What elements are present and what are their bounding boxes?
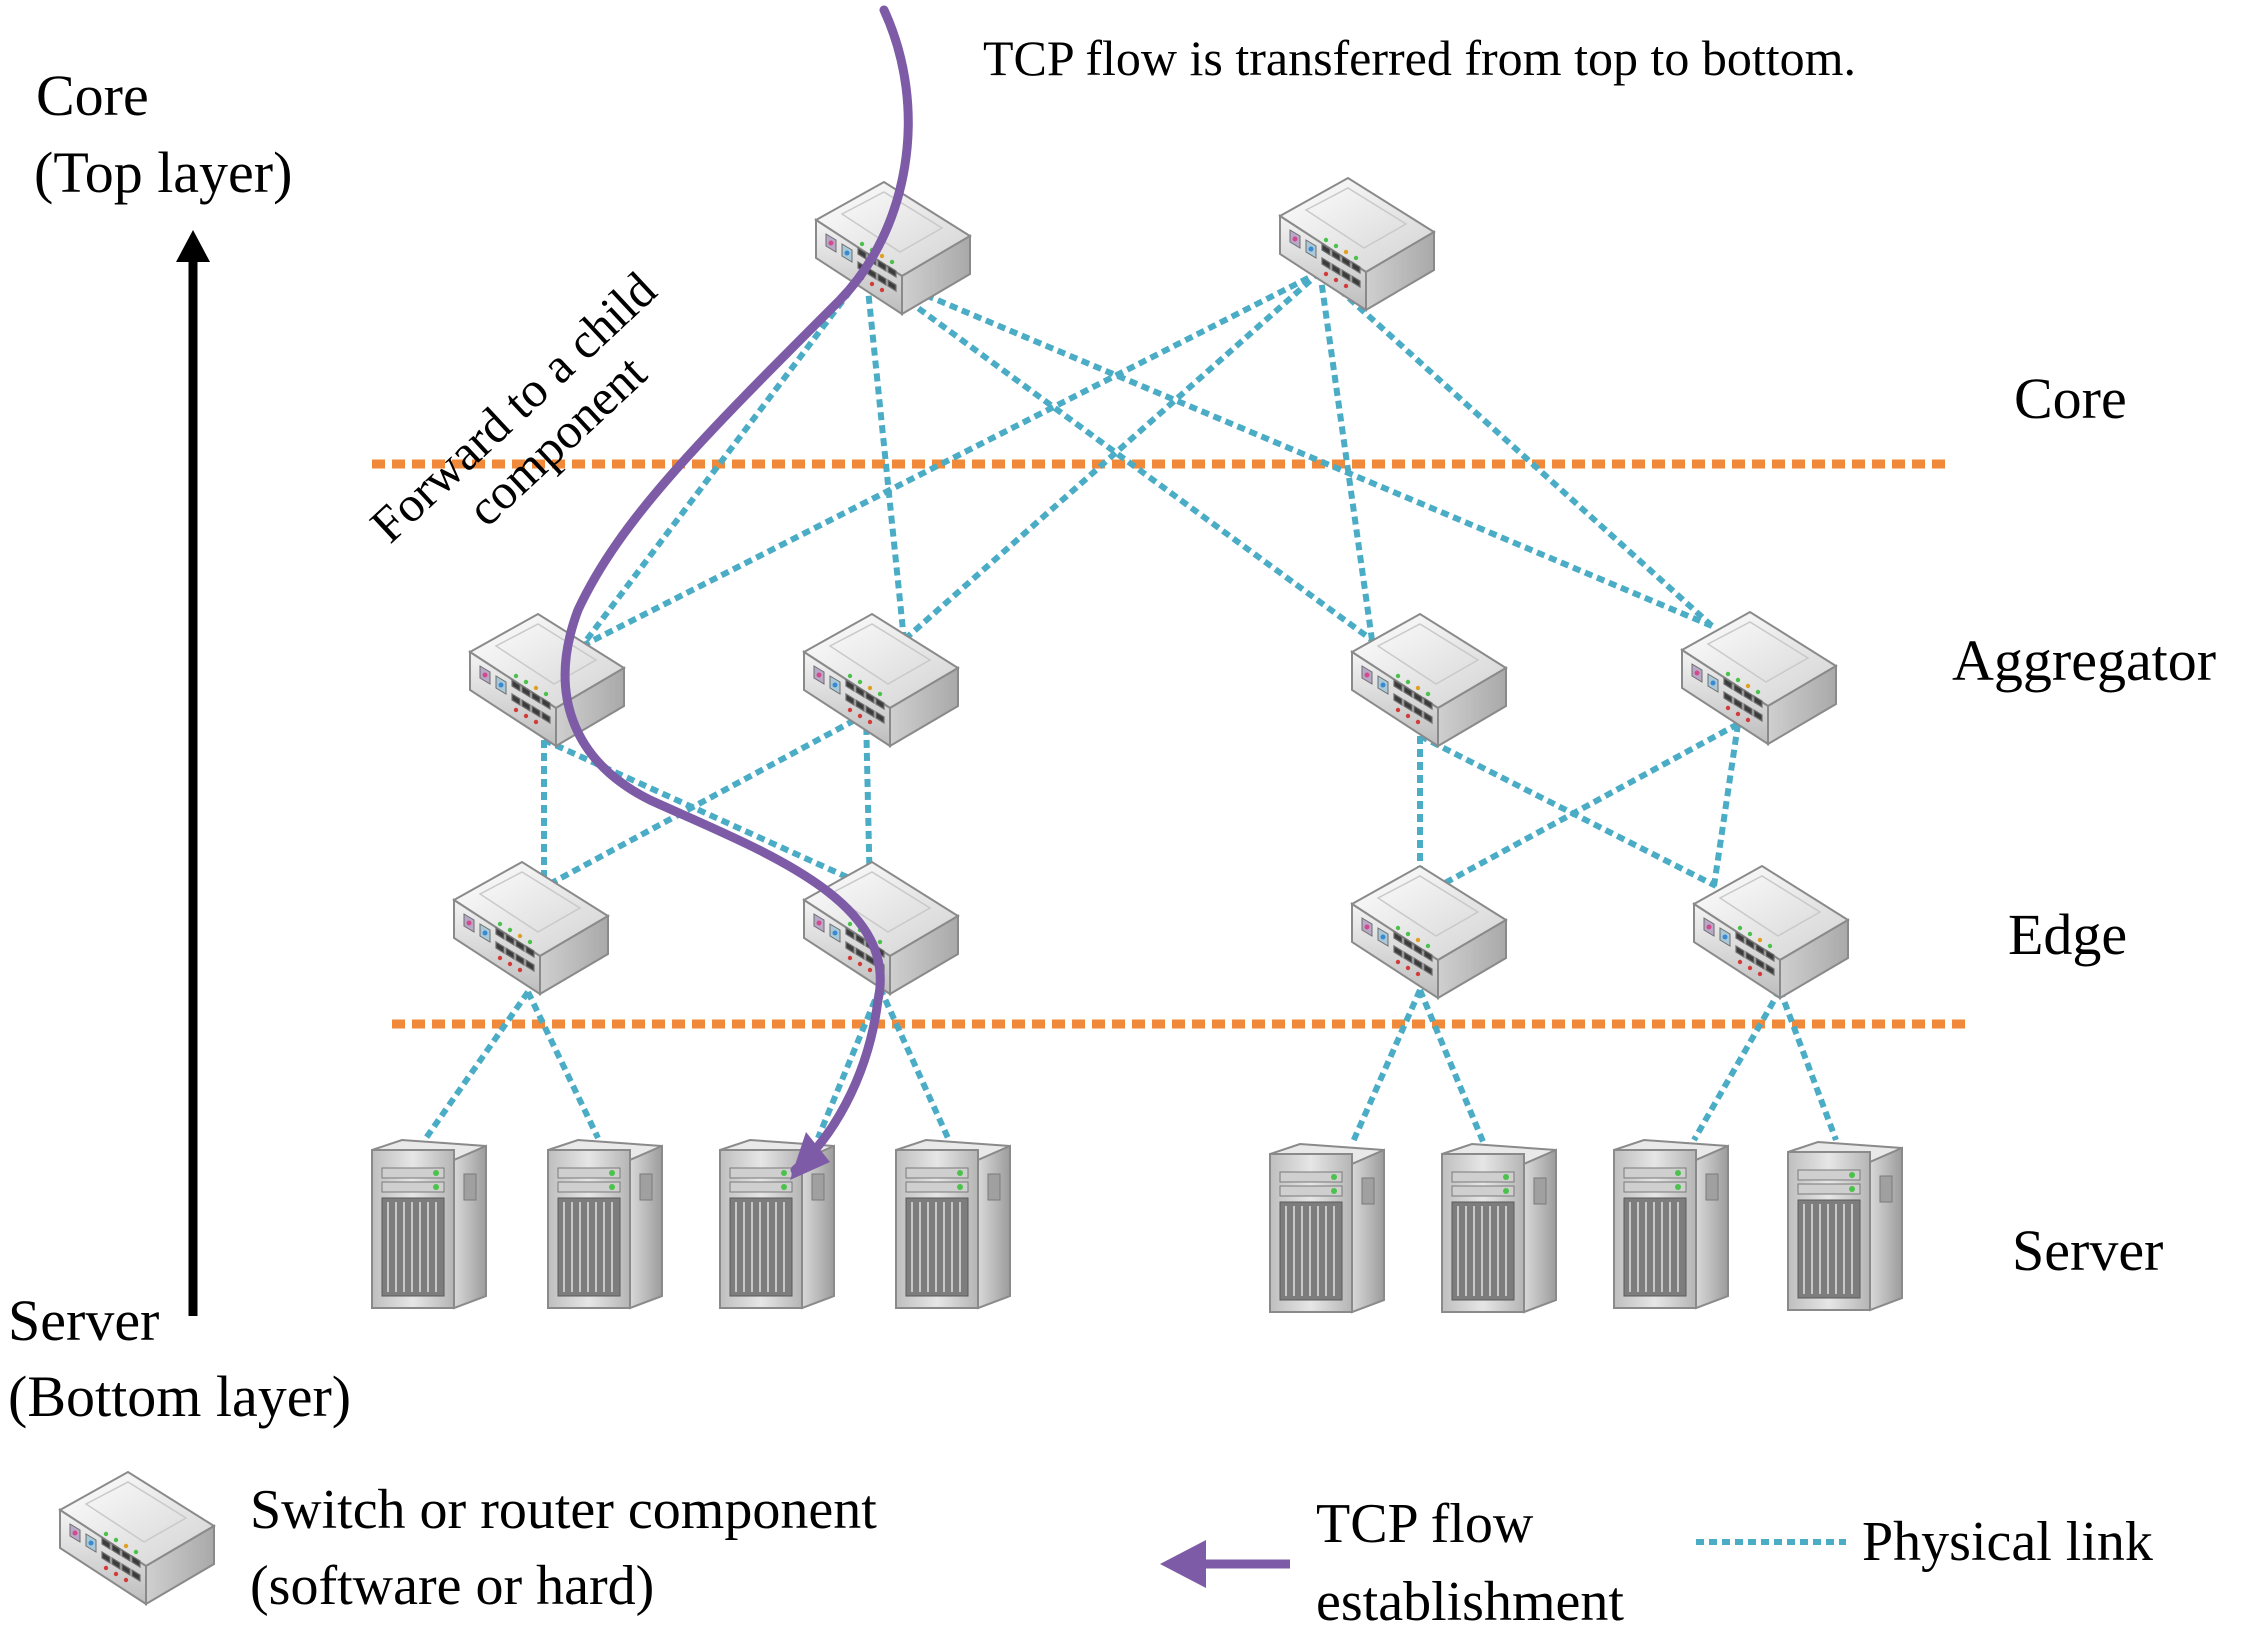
tcp-flow-path (560, 5, 913, 1175)
axis-bottom-label-line1: Server (8, 1288, 159, 1353)
physical-link (877, 986, 951, 1140)
physical-link (525, 990, 601, 1140)
physical-link (580, 269, 1322, 649)
axis-bottom-label-line2: (Bottom layer) (8, 1364, 351, 1429)
physical-link (864, 267, 1714, 629)
server-icon (1613, 1139, 1729, 1309)
layer-label-server: Server (2012, 1218, 2163, 1283)
tcp-flow-arrowhead (790, 1132, 830, 1180)
layer-label-edge: Edge (2008, 902, 2127, 967)
axis-top-label-line2: (Top layer) (34, 140, 292, 205)
legend-switch-icon (59, 1471, 215, 1605)
physical-link (1317, 271, 1375, 641)
physical-link (863, 269, 907, 641)
edge-switch-icon (1351, 865, 1507, 999)
physical-link (542, 737, 882, 895)
axis-top-label-line1: Core (36, 63, 149, 128)
core-switch-icon (1279, 177, 1435, 311)
physical-link (579, 268, 869, 648)
physical-link (1317, 269, 1715, 629)
legend-flow-label-line2: establishment (1316, 1571, 1624, 1633)
physical-link (1349, 988, 1423, 1146)
edge-switch-icon (1693, 865, 1849, 999)
diagram-title: TCP flow is transferred from top to bott… (983, 30, 1856, 86)
legend-flow-label-line1: TCP flow (1316, 1493, 1534, 1555)
physical-link (1417, 988, 1487, 1146)
aggregator-switch-icon (469, 613, 625, 747)
physical-link (544, 711, 868, 889)
physical-link (815, 986, 883, 1140)
physical-link (1430, 721, 1740, 893)
physical-link (863, 713, 873, 897)
legend-switch-label-line1: Switch or router component (250, 1479, 877, 1541)
server-icon (547, 1139, 663, 1309)
layer-label-aggregator: Aggregator (1952, 628, 2216, 693)
forward-annotation: Forward to a child component (359, 261, 666, 553)
layer-label-core: Core (2014, 366, 2127, 431)
aggregator-switch-icon (803, 613, 959, 747)
legend: Switch or router component (software or … (59, 1471, 2153, 1633)
server-icon (1269, 1143, 1385, 1313)
server-icon (895, 1139, 1011, 1309)
aggregator-switch-icon (1351, 613, 1507, 747)
server-icon (371, 1139, 487, 1309)
legend-link-label: Physical link (1862, 1511, 2153, 1573)
layer-axis-arrowhead (176, 230, 210, 262)
legend-switch-label-line2: (software or hard) (250, 1555, 654, 1617)
edge-switch-icon (453, 861, 609, 995)
legend-flow-arrowhead (1160, 1540, 1206, 1588)
physical-link (864, 267, 1374, 643)
physical-link (1691, 988, 1783, 1142)
physical-link (1418, 733, 1718, 889)
aggregator-switch-icon (1681, 611, 1837, 745)
physical-link (423, 990, 531, 1140)
server-icon (1787, 1141, 1903, 1311)
physical-link (1711, 723, 1741, 887)
physical-link (902, 269, 1322, 643)
server-icon (1441, 1143, 1557, 1313)
physical-link (1777, 988, 1839, 1142)
physical-links (423, 267, 1839, 1146)
